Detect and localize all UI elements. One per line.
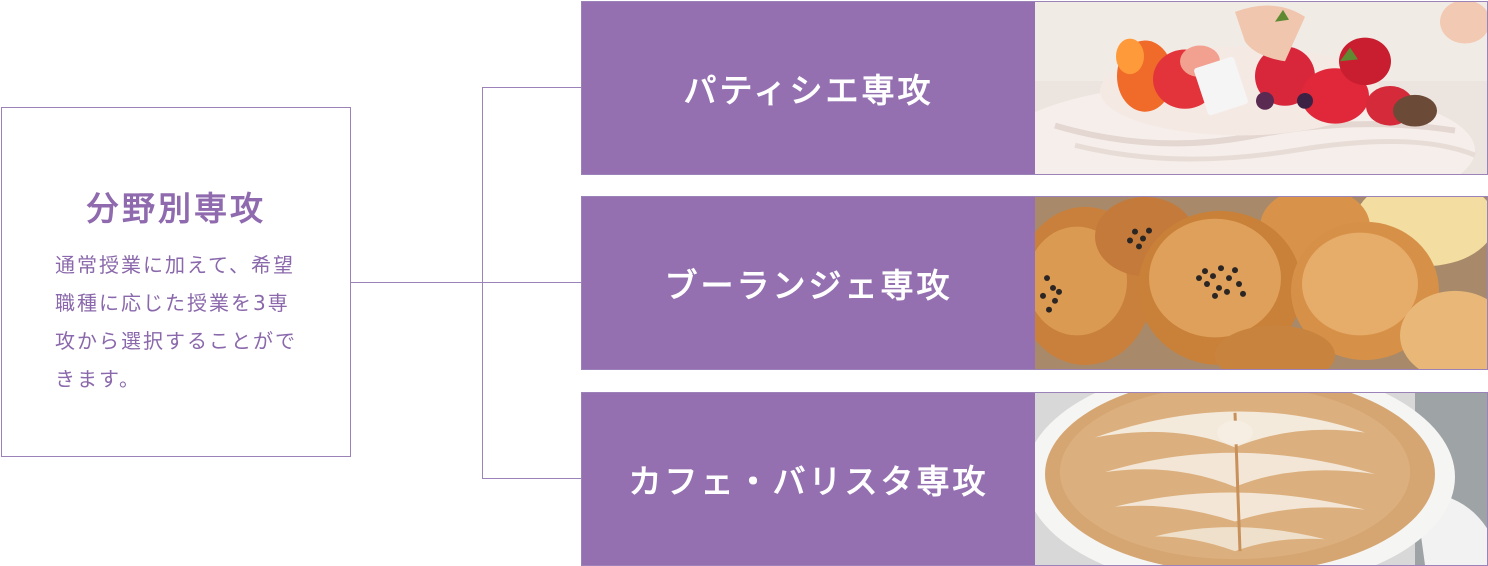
latte-art-photo [1035, 393, 1487, 565]
major-label: ブーランジェ専攻 [582, 197, 1035, 369]
major-card-patissier[interactable]: パティシエ専攻 [581, 1, 1488, 175]
intro-description: 通常授業に加えて、希望職種に応じた授業を3専攻から選択することができます。 [55, 253, 297, 391]
bread-rolls-photo [1035, 197, 1487, 369]
connector-branch-3 [482, 478, 581, 479]
major-label: カフェ・バリスタ専攻 [582, 393, 1035, 565]
connector-branch-2 [482, 282, 581, 283]
intro-box: 分野別専攻 通常授業に加えて、希望職種に応じた授業を3専攻から選択することができ… [1, 107, 351, 457]
major-card-boulanger[interactable]: ブーランジェ専攻 [581, 196, 1488, 370]
intro-title: 分野別専攻 [86, 189, 266, 228]
major-label: パティシエ専攻 [582, 2, 1035, 174]
connector-branch-1 [482, 87, 581, 88]
major-card-cafe-barista[interactable]: カフェ・バリスタ専攻 [581, 392, 1488, 566]
connector-horizontal-main [351, 282, 483, 283]
strawberry-cake-photo [1035, 2, 1487, 174]
connector-vertical [482, 87, 483, 479]
